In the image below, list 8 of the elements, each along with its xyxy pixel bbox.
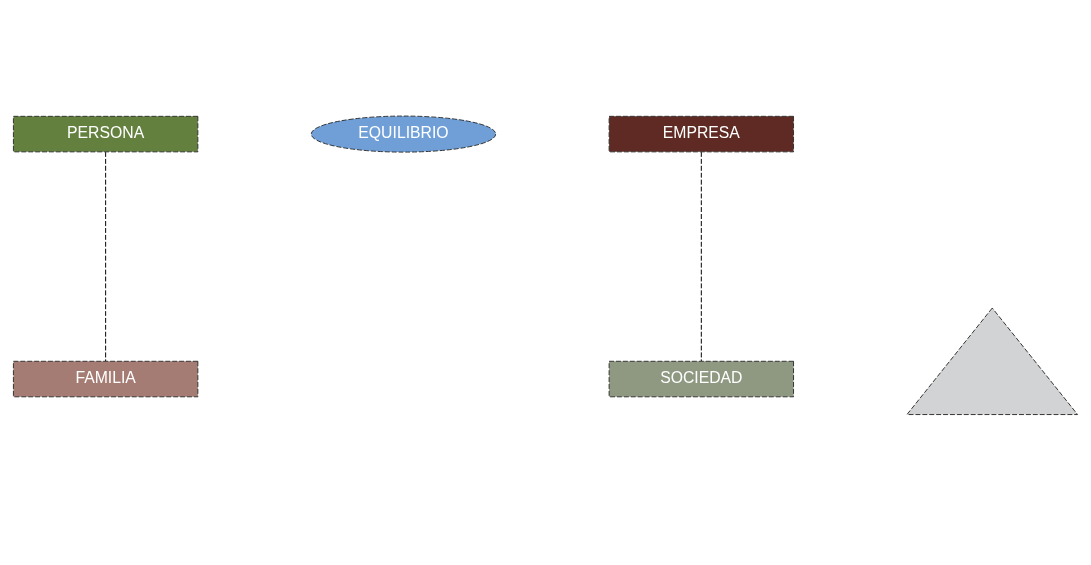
node-triangle [906, 307, 1079, 415]
node-box: SOCIEDAD [608, 360, 795, 397]
node-ellipse: EQUILIBRIO [310, 115, 497, 153]
node-box: FAMILIA [12, 360, 199, 397]
node-box: PERSONA [12, 115, 199, 152]
node-box: EMPRESA [608, 115, 795, 152]
connector [105, 151, 107, 361]
connector [700, 151, 702, 361]
